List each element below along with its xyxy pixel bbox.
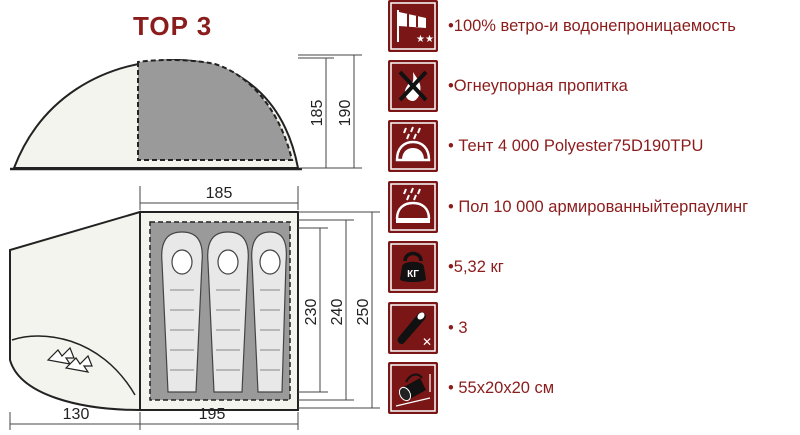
spec-text-weight: •5,32 кг	[448, 257, 504, 276]
spec-text-fire-retardant: •Огнеупорная пропитка	[448, 76, 628, 95]
dim-side-height-outer: 190	[337, 100, 354, 127]
spec-row-floor: • Пол 10 000 армированныйтерпаулинг	[388, 181, 798, 233]
dim-plan-width-outer: 250	[355, 299, 372, 326]
sleeping-bags	[161, 231, 287, 393]
spec-text-floor: • Пол 10 000 армированныйтерпаулинг	[448, 197, 749, 216]
rain-tent-icon	[388, 120, 438, 172]
svg-text:★★: ★★	[416, 34, 434, 45]
no-fire-icon	[388, 60, 438, 112]
spec-text-flysheet: • Тент 4 000 Polyester75D190TPU	[448, 136, 704, 155]
spec-text-capacity: • 3	[448, 318, 468, 337]
dim-top-length: 185	[206, 185, 233, 202]
spec-row-windproof: ★★ •100% ветро-и водонепроницаемость	[388, 0, 798, 52]
rain-floor-icon	[388, 181, 438, 233]
kettlebell-icon: КГ	[388, 241, 438, 293]
dim-plan-width-mid: 240	[329, 299, 346, 326]
windsock-icon: ★★	[388, 0, 438, 52]
spec-row-capacity: ✕ • 3	[388, 302, 798, 354]
side-view: 185 190	[10, 54, 362, 171]
spec-row-pack-size: • 55x20x20 см	[388, 362, 798, 414]
dim-vestibule-length: 130	[63, 406, 90, 423]
spec-row-flysheet: • Тент 4 000 Polyester75D190TPU	[388, 120, 798, 172]
door-arrows-icon	[46, 346, 93, 373]
dim-side-height-inner: 185	[309, 100, 326, 127]
tent-title: TOP 3	[133, 11, 212, 41]
spec-text-pack-size: • 55x20x20 см	[448, 378, 555, 397]
spec-row-weight: КГ •5,32 кг	[388, 241, 798, 293]
svg-text:✕: ✕	[422, 335, 432, 349]
sleeping-bag-icon: ✕	[388, 302, 438, 354]
packed-bag-icon	[388, 362, 438, 414]
dim-inner-length: 195	[199, 406, 226, 423]
spec-text-windproof: •100% ветро-и водонепроницаемость	[448, 16, 736, 35]
spec-row-fire-retardant: •Огнеупорная пропитка	[388, 60, 798, 112]
weight-label: КГ	[407, 269, 419, 280]
plan-view: 185	[9, 185, 380, 430]
dim-plan-width-inner: 230	[303, 299, 320, 326]
